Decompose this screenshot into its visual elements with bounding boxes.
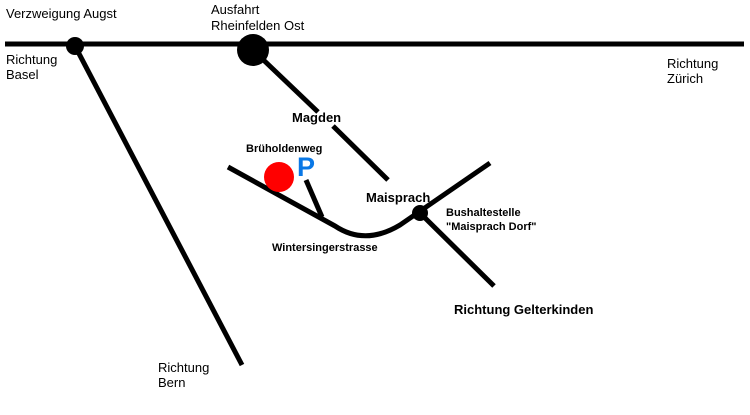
label-bern: Bern — [158, 375, 186, 390]
parking-icon: P — [297, 152, 316, 182]
road-augst-to-bern — [72, 44, 245, 367]
label-wintersingerstrasse: Wintersingerstrasse — [272, 242, 378, 254]
label-bruholdenweg: Brüholdenweg — [246, 143, 323, 155]
label-zuerich: Zürich — [667, 71, 704, 86]
label-magden: Magden — [292, 110, 342, 125]
road-wintersingerstrasse — [226, 160, 492, 239]
junction-augst-dot — [66, 37, 84, 55]
label-richtung-basel: Richtung — [6, 52, 58, 67]
junction-rheinfelden-ost-dot — [237, 34, 269, 66]
label-rheinfelden-ost: Rheinfelden Ost — [211, 18, 305, 33]
label-richtung-gelterkinden: Richtung Gelterkinden — [454, 302, 594, 317]
label-maisprach-dorf: "Maisprach Dorf" — [446, 221, 537, 233]
road-to-gelterkinden — [418, 211, 496, 288]
bus-stop-dot — [412, 205, 428, 221]
destination-marker-icon — [264, 162, 294, 192]
label-basel: Basel — [6, 67, 39, 82]
label-maisprach: Maisprach — [366, 190, 431, 205]
label-richtung-bern: Richtung — [158, 360, 210, 375]
label-bushaltestelle: Bushaltestelle — [446, 207, 521, 219]
label-ausfahrt: Ausfahrt — [211, 2, 260, 17]
road-bruholdenweg-spur — [303, 179, 325, 218]
label-verzweigung-augst: Verzweigung Augst — [6, 6, 117, 21]
road-magden-to-maisprach — [331, 124, 390, 182]
label-richtung-zuerich: Richtung — [667, 56, 719, 71]
